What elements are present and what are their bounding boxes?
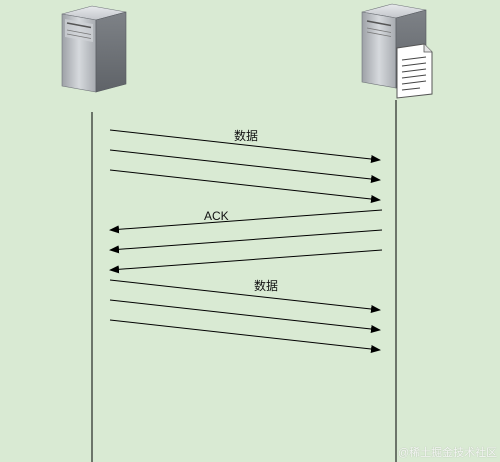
server-with-document-icon — [361, 3, 433, 99]
ack-arrow — [109, 249, 383, 274]
document-icon — [396, 43, 433, 99]
data-arrow — [109, 279, 381, 313]
ack-arrow — [109, 209, 383, 234]
data-label-bottom: 数据 — [254, 279, 279, 293]
data-arrow — [109, 149, 381, 183]
data-arrow — [109, 169, 381, 203]
data-arrow — [109, 129, 381, 163]
watermark: @稀土掘金技术社区 — [398, 447, 498, 459]
server-icon — [61, 5, 127, 93]
ack-label: ACK — [204, 209, 229, 223]
data-arrow — [109, 319, 381, 353]
data-arrow — [109, 299, 381, 333]
ack-arrow — [109, 229, 383, 254]
data-label-top: 数据 — [234, 129, 259, 143]
